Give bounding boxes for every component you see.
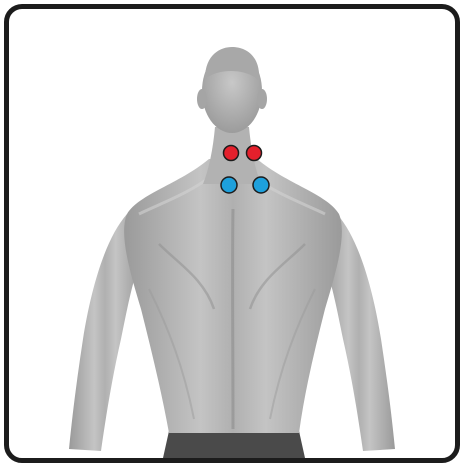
back-illustration (9, 9, 455, 458)
lower-left-marker (221, 177, 237, 193)
lower-right-marker (253, 177, 269, 193)
upper-right-marker (247, 146, 262, 161)
image-frame (4, 4, 460, 463)
upper-left-marker (224, 146, 239, 161)
trousers (163, 431, 305, 458)
left-ear (197, 89, 207, 109)
right-ear (257, 89, 267, 109)
